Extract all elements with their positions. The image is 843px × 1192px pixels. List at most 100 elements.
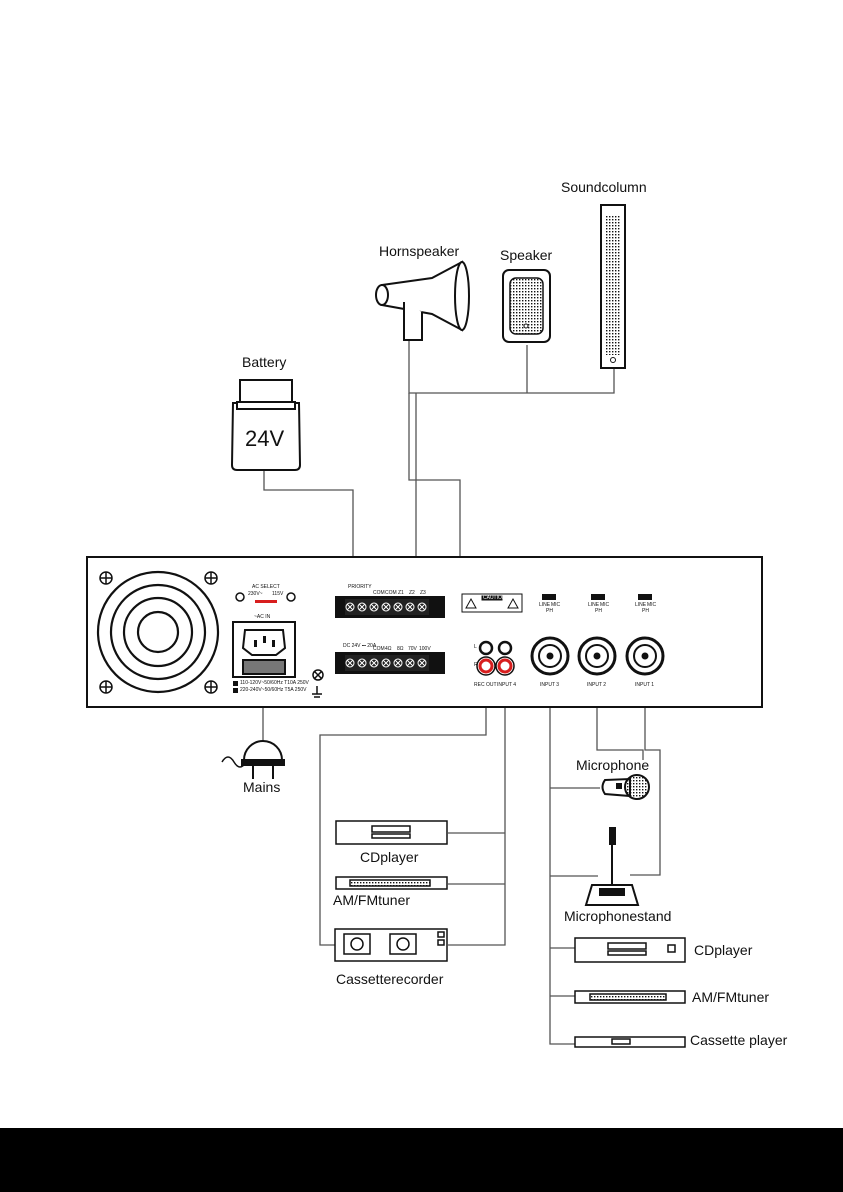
hornspeaker-icon — [375, 260, 470, 341]
rca-r-label: R — [474, 662, 478, 668]
ac-inlet — [232, 621, 296, 678]
line-label-3: LINE — [539, 602, 551, 608]
caution-text: CAUTION — [483, 595, 506, 601]
input3-label: INPUT 3 — [540, 682, 560, 688]
line-label-2: LINE — [588, 602, 600, 608]
terminal-screw-slot — [346, 659, 354, 667]
terminal-screw-slot — [406, 659, 414, 667]
rec-out-label: REC OUT — [474, 682, 497, 688]
mains-plug-icon — [221, 740, 285, 779]
ac-in-label: ~AC IN — [254, 614, 271, 620]
terminal-screw-slot — [358, 603, 366, 611]
soundcolumn-label: Soundcolumn — [561, 179, 647, 195]
battery-label: Battery — [242, 354, 287, 370]
term-bottom-2: 8Ω — [397, 646, 404, 652]
terminal-screw-slot — [358, 659, 366, 667]
term-bottom-1: 4Ω — [385, 646, 392, 652]
term-bottom-3: 70V — [408, 646, 417, 652]
terminal-screw — [381, 658, 391, 668]
rca-l-label: L — [474, 644, 477, 650]
battery-voltage: 24V — [245, 426, 285, 451]
cassette-player-icon — [574, 1036, 686, 1048]
input2-label: INPUT 2 — [587, 682, 607, 688]
term-bottom-4: 100V — [419, 646, 431, 652]
microphonestand-icon — [584, 827, 640, 906]
speaker-bus-wire — [408, 340, 615, 394]
terminal-screw — [357, 602, 367, 612]
terminal-screw — [381, 602, 391, 612]
term-top-4: Z3 — [420, 590, 426, 596]
mains-label: Mains — [243, 779, 281, 795]
terminal-screw-slot — [394, 603, 402, 611]
speaker-label: Speaker — [500, 247, 553, 263]
terminal-screw — [393, 658, 403, 668]
amfm-left-icon — [335, 876, 448, 890]
ground-screw — [312, 669, 324, 698]
ac-select-switch — [235, 592, 296, 603]
line-mic-switches — [542, 594, 652, 600]
rec-out-wire — [319, 688, 487, 946]
amplifier-rear-panel — [86, 556, 763, 708]
ph-label-2: PH — [595, 608, 602, 614]
cdplayer-right-label: CDplayer — [694, 942, 753, 958]
microphonestand-label: Microphonestand — [564, 908, 672, 924]
term-top-0: COM — [373, 590, 385, 596]
terminal-screw — [345, 602, 355, 612]
ac-select-right-label: 115V — [272, 591, 284, 597]
battery-icon — [230, 379, 302, 471]
terminal-screw-slot — [370, 603, 378, 611]
microphone-label: Microphone — [576, 757, 650, 773]
ph-label-1: PH — [642, 608, 649, 614]
cdplayer-right-icon — [574, 937, 686, 963]
cdplayer-left-icon — [335, 820, 448, 845]
mic-label-1: MIC — [647, 602, 657, 608]
hornspeaker-label: Hornspeaker — [379, 243, 460, 259]
terminal-screw — [357, 658, 367, 668]
voltage-line-2: 220-240V~50/60Hz T5A 250V — [240, 687, 307, 693]
terminal-screw-slot — [406, 603, 414, 611]
cassette-recorder-icon — [334, 928, 448, 962]
terminal-screw — [345, 658, 355, 668]
terminal-screw — [369, 602, 379, 612]
terminal-screw — [405, 602, 415, 612]
cassette-recorder-label: Cassetterecorder — [336, 971, 444, 987]
input1-label: INPUT 1 — [635, 682, 655, 688]
terminal-screw — [393, 602, 403, 612]
terminal-screw-slot — [418, 603, 426, 611]
fan-icon — [96, 570, 220, 694]
terminal-screw — [369, 658, 379, 668]
speaker-to-amp-wire — [408, 393, 461, 560]
amfm-left-label: AM/FMtuner — [333, 892, 411, 908]
term-top-1: COM — [385, 590, 397, 596]
dc-label: DC 24V ⎓ 20A — [343, 643, 377, 649]
cassette-player-label: Cassette player — [690, 1032, 788, 1048]
ac-select-label: AC SELECT — [252, 584, 280, 590]
input4-label: INPUT 4 — [497, 682, 517, 688]
input1-wire — [630, 688, 661, 876]
combo-jacks — [530, 636, 665, 676]
terminal-screw — [417, 602, 427, 612]
terminal-screw — [405, 658, 415, 668]
amfm-right-icon — [574, 990, 686, 1004]
term-top-3: Z2 — [409, 590, 415, 596]
term-top-2: Z1 — [398, 590, 404, 596]
terminal-screw-slot — [370, 659, 378, 667]
terminal-screw-slot — [382, 659, 390, 667]
speaker-icon — [502, 269, 551, 343]
input2-wire — [596, 688, 644, 760]
priority-label: PRIORITY — [348, 584, 372, 590]
terminal-screw-slot — [346, 603, 354, 611]
voltage-line-1: 110-120V~50/60Hz T10A 250V — [240, 680, 309, 686]
microphone-icon — [601, 774, 650, 800]
terminal-screw — [417, 658, 427, 668]
terminal-screw-slot — [394, 659, 402, 667]
caution-label — [461, 593, 523, 613]
terminal-screw-slot — [418, 659, 426, 667]
cdplayer-left-label: CDplayer — [360, 849, 419, 865]
amfm-right-label: AM/FMtuner — [692, 989, 770, 1005]
rca-jacks — [476, 640, 515, 676]
battery-wire — [263, 470, 354, 600]
input4-wire — [448, 688, 506, 946]
ac-select-left-label: 230V~ — [248, 591, 263, 597]
